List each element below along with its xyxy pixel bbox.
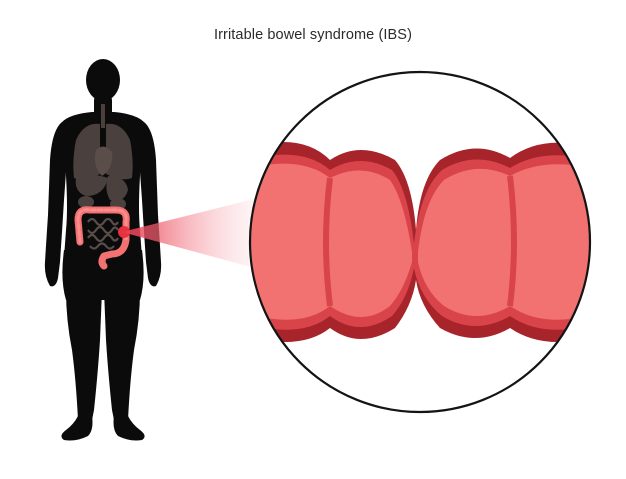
small-intestine [87,217,119,250]
zoom-beam [122,197,262,270]
diagram-title: Irritable bowel syndrome (IBS) [213,27,412,43]
magnified-view [248,70,592,414]
colon [74,206,130,270]
magnifier-ring [248,70,592,414]
internal-organs [73,104,133,210]
